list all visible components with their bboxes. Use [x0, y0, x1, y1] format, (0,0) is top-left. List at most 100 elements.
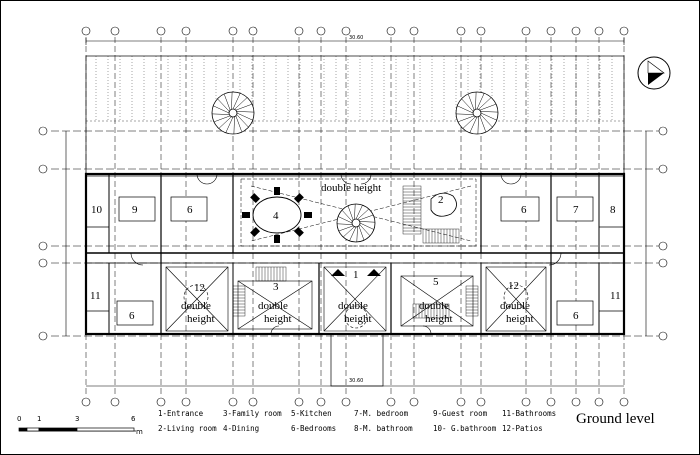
grid-bubble-top [341, 26, 351, 36]
dining-chair [304, 212, 312, 218]
grid-bubble-bottom [110, 397, 120, 407]
dining-chair [293, 193, 304, 203]
room-11-b: 11 [610, 290, 621, 302]
grid-bubble-bottom [156, 397, 166, 407]
spiral-stair-right [455, 91, 499, 135]
scale-tick-6: 6 [131, 415, 136, 423]
grid-bubble-bottom [341, 397, 351, 407]
grid-bubble-top [476, 26, 486, 36]
grid-bubble-top [546, 26, 556, 36]
grid-bubble-top [228, 26, 238, 36]
room-3: 3 [273, 281, 279, 293]
grid-bubble-bottom [386, 397, 396, 407]
living-rug [430, 192, 457, 217]
scale-bar [18, 427, 136, 432]
grid-bubble-top [156, 26, 166, 36]
patio-courts [165, 266, 547, 332]
room-10: 10 [91, 204, 103, 216]
grid-bubble-side [658, 331, 668, 341]
grid-bubble-top [81, 26, 91, 36]
drawing-title: Ground level [576, 411, 655, 427]
grid-bubble-side [38, 258, 48, 268]
grid-bubble-bottom [294, 397, 304, 407]
room-5: 5 [433, 276, 439, 288]
terrace-outline [85, 55, 625, 177]
room-numbers: 10 9 6 4 2 6 7 8 11 6 12 3 1 5 12 6 11 [90, 194, 621, 322]
legend-item: 7-M. bedroom [354, 409, 409, 418]
grid-bubble-top [110, 26, 120, 36]
door-swings [130, 173, 562, 335]
grid-bubble-top [316, 26, 326, 36]
entrance-markers [331, 269, 381, 276]
grid-bubble-side [658, 164, 668, 174]
grid-bubble-side [38, 126, 48, 136]
grid-bubble-bottom [594, 397, 604, 407]
room-12-a: 12 [194, 282, 205, 294]
room-9: 9 [132, 204, 138, 216]
room-2: 2 [438, 194, 444, 206]
room-8: 8 [610, 204, 616, 216]
room-6-a: 6 [187, 204, 193, 216]
dining-chair [274, 187, 280, 195]
room-6-c: 6 [129, 310, 135, 322]
scale-tick-1: 1 [37, 415, 42, 423]
grid-bubble-top [248, 26, 258, 36]
room-4: 4 [273, 210, 279, 222]
top-dimension-label: 30.60 [349, 35, 363, 41]
dining-chair [250, 193, 261, 203]
grid-bubble-side [658, 241, 668, 251]
dining-chair [293, 227, 304, 237]
grid-bubble-top [521, 26, 531, 36]
grid-bubble-bottom [409, 397, 419, 407]
grid-bubble-top [456, 26, 466, 36]
legend-item: 6-Bedrooms [291, 424, 337, 433]
legend-item: 2-Living room [158, 424, 217, 433]
room-7: 7 [573, 204, 579, 216]
grid-bubble-bottom [248, 397, 258, 407]
spiral-stair-interior [336, 203, 376, 243]
grid-bubble-bottom [546, 397, 556, 407]
room-12-b: 12 [508, 280, 519, 292]
grid-bubble-bottom [81, 397, 91, 407]
dining-chair [274, 235, 280, 243]
grid-bubble-bottom [619, 397, 629, 407]
column-grid-bubbles [81, 26, 629, 407]
grid-bubble-side [658, 126, 668, 136]
entrance-walkway [330, 333, 384, 387]
legend-item: 3-Family room [223, 409, 282, 418]
legend-item: 5-Kitchen [291, 409, 332, 418]
grid-bubble-side [658, 258, 668, 268]
grid-bubble-top [386, 26, 396, 36]
spiral-stair-left [211, 91, 255, 135]
patio-trees [183, 284, 529, 329]
room-11-a: 11 [90, 290, 101, 302]
grid-bubble-bottom [228, 397, 238, 407]
legend-item: 8-M. bathroom [354, 424, 413, 433]
room-6-d: 6 [573, 310, 579, 322]
legend-item: 11-Bathrooms [502, 409, 557, 418]
dining-chair [242, 212, 250, 218]
grid-bubble-bottom [476, 397, 486, 407]
room-1: 1 [353, 269, 359, 281]
grid-bubble-side [38, 164, 48, 174]
row-grid-bubbles [38, 126, 668, 341]
grid-bubble-top [409, 26, 419, 36]
grid-bubble-top [594, 26, 604, 36]
grid-bubble-side [38, 241, 48, 251]
scale-unit: m [136, 428, 143, 436]
beds [116, 196, 594, 326]
room-6-b: 6 [521, 204, 527, 216]
legend-item: 9-Guest room [433, 409, 488, 418]
grid-bubble-top [619, 26, 629, 36]
grid-bubble-bottom [456, 397, 466, 407]
dining-chair [250, 227, 261, 237]
grid-bubble-bottom [571, 397, 581, 407]
north-arrow-icon [637, 56, 671, 90]
